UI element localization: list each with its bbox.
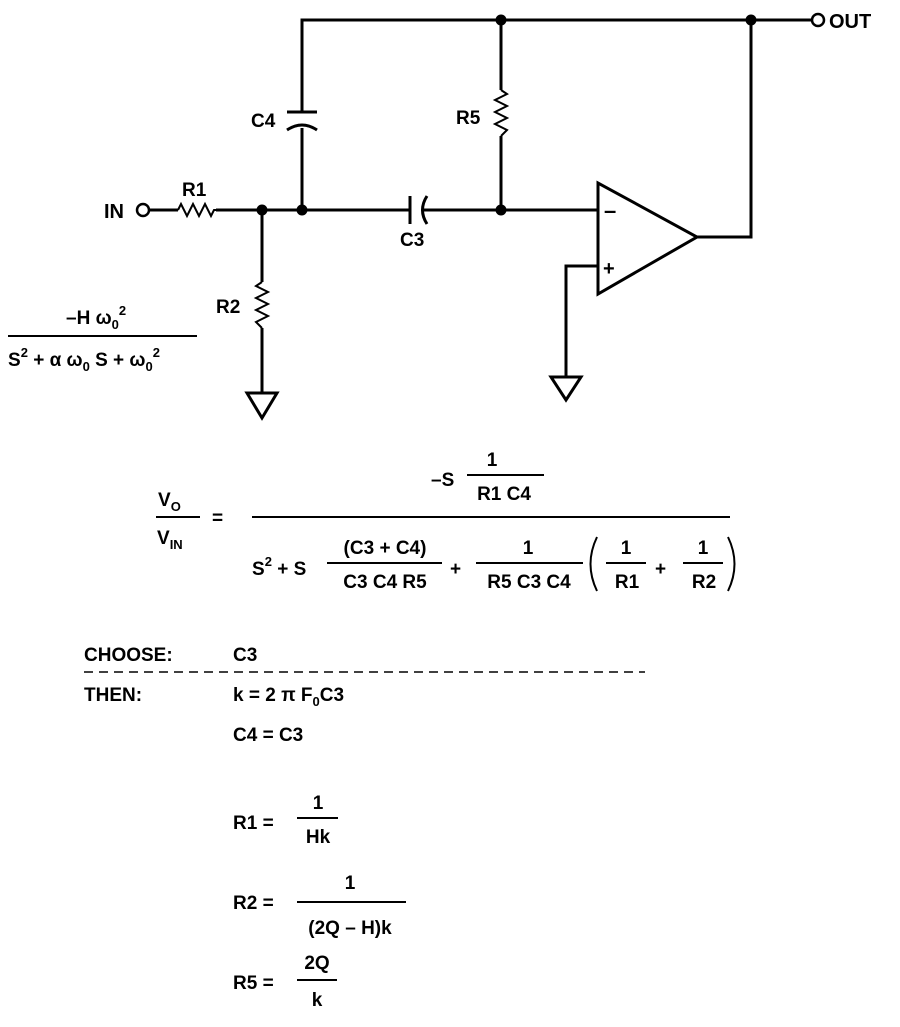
wiring bbox=[149, 18, 812, 393]
out-label: OUT bbox=[829, 11, 871, 33]
frac4-den: R2 bbox=[692, 572, 716, 593]
plus-2: + bbox=[655, 559, 666, 580]
tf-denominator: S2 + α ω0 S + ω02 bbox=[8, 345, 160, 374]
vo-label: VO bbox=[158, 490, 181, 514]
c4-label: C4 bbox=[251, 111, 276, 132]
r5-resistor bbox=[492, 89, 510, 137]
r1-label: R1 bbox=[182, 180, 207, 201]
output-terminal bbox=[810, 12, 826, 28]
vin-label: VIN bbox=[157, 528, 183, 552]
c3-label: C3 bbox=[400, 230, 424, 251]
equals-sign: = bbox=[212, 508, 223, 529]
r1-eq-den: Hk bbox=[306, 827, 331, 848]
design-procedure: CHOOSE: C3 THEN: k = 2 π F0C3 C4 = C3 R1… bbox=[84, 645, 645, 1011]
ground-r2-symbol bbox=[244, 391, 280, 421]
op-amp bbox=[596, 180, 701, 297]
frac2-num: 1 bbox=[523, 538, 534, 559]
plus-1: + bbox=[450, 559, 461, 580]
ground-opamp-symbol bbox=[548, 375, 584, 403]
r5-eq-lhs: R5 = bbox=[233, 973, 274, 994]
top-frac-num: 1 bbox=[487, 450, 498, 471]
top-prefix: –S bbox=[431, 470, 454, 491]
left-paren bbox=[589, 536, 598, 592]
r2-eq-num: 1 bbox=[345, 873, 356, 894]
frac2-den: R5 C3 C4 bbox=[487, 572, 571, 593]
frac3-den: R1 bbox=[615, 572, 640, 593]
transfer-function: –H ω02 S2 + α ω0 S + ω02 bbox=[8, 303, 197, 374]
frac1-num: (C3 + C4) bbox=[344, 538, 427, 559]
tf-numerator: –H ω02 bbox=[66, 303, 126, 332]
in-label: IN bbox=[104, 201, 124, 223]
then-label: THEN: bbox=[84, 685, 142, 706]
choose-label: CHOOSE: bbox=[84, 645, 173, 666]
frac3-num: 1 bbox=[621, 538, 632, 559]
gain-equation: VO VIN = –S 1 R1 C4 S2 + S (C3 + C4) C3 … bbox=[156, 450, 736, 593]
r5-eq-den: k bbox=[312, 990, 323, 1011]
r2-eq-den: (2Q – H)k bbox=[308, 918, 392, 939]
r2-resistor bbox=[253, 281, 271, 329]
s-squared-term: S2 + S bbox=[252, 554, 306, 580]
opamp-plus-label: + bbox=[603, 258, 615, 280]
top-frac-den: R1 C4 bbox=[477, 484, 531, 505]
r2-eq-lhs: R2 = bbox=[233, 893, 274, 914]
input-terminal bbox=[135, 202, 151, 218]
r5-eq-num: 2Q bbox=[304, 953, 329, 974]
r5-label: R5 bbox=[456, 108, 481, 129]
junction-dots bbox=[256, 14, 757, 216]
r1-eq-lhs: R1 = bbox=[233, 813, 274, 834]
choose-value: C3 bbox=[233, 645, 257, 666]
frac4-num: 1 bbox=[698, 538, 709, 559]
opamp-minus-label: – bbox=[604, 198, 616, 223]
c3-capacitor bbox=[408, 195, 429, 225]
k-equation: k = 2 π F0C3 bbox=[233, 685, 344, 709]
c4-equation: C4 = C3 bbox=[233, 725, 303, 746]
right-paren bbox=[727, 536, 736, 592]
r1-resistor bbox=[177, 201, 216, 219]
r2-label: R2 bbox=[216, 297, 240, 318]
r1-eq-num: 1 bbox=[313, 793, 324, 814]
frac1-den: C3 C4 R5 bbox=[343, 572, 427, 593]
c4-capacitor bbox=[286, 110, 318, 132]
